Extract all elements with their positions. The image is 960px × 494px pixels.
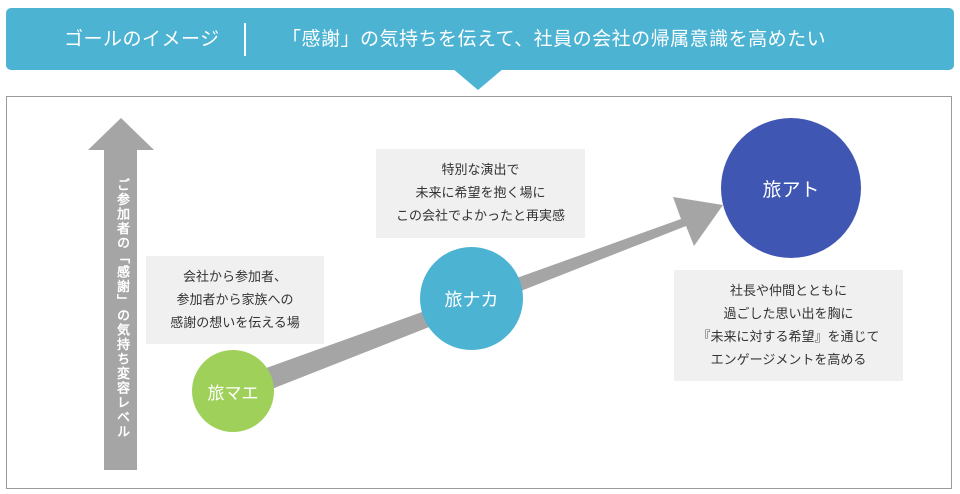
note-ato-line: 過ごした思い出を胸に (723, 306, 854, 322)
stage-ato-label: 旅アト (762, 178, 820, 201)
note-ato-line: 社長や仲間とともに (729, 283, 847, 299)
axis-label: ご参加者の「感謝」の気持ち変容レベル (114, 178, 129, 439)
banner-label: ゴールのイメージ (64, 28, 220, 50)
diagram-frame (6, 96, 952, 489)
note-naka-line: 特別な演出で (441, 163, 520, 178)
stage-ato-circle: 旅アト (721, 118, 861, 258)
note-mae: 会社から参加者、 参加者から家族への 感謝の想いを伝える場 (146, 256, 324, 344)
note-mae-line: 会社から参加者、 (182, 269, 287, 285)
stage-naka-circle: 旅ナカ (420, 247, 523, 350)
vertical-axis-arrow (88, 118, 154, 470)
note-mae-line: 感謝の想いを伝える場 (170, 315, 300, 331)
note-ato-line: エンゲージメントを高める (710, 352, 867, 368)
note-naka-line: 未来に希望を抱く場に (415, 186, 546, 201)
banner-pointer (452, 68, 504, 90)
note-mae-line: 参加者から家族への (176, 292, 294, 308)
note-naka: 特別な演出で 未来に希望を抱く場に この会社でよかったと再実感 (376, 149, 585, 238)
stage-naka-label: 旅ナカ (444, 289, 499, 311)
note-ato: 社長や仲間とともに 過ごした思い出を胸に 『未来に対する希望』を通じて エンゲー… (674, 270, 903, 381)
banner-divider (244, 23, 246, 56)
stage-mae-circle: 旅マエ (192, 350, 274, 432)
stage-mae-label: 旅マエ (207, 383, 259, 404)
banner-title: 「感謝」の気持ちを伝えて、社員の会社の帰属意識を高めたい (282, 28, 827, 50)
note-naka-line: この会社でよかったと再実感 (395, 209, 565, 224)
note-ato-line: 『未来に対する希望』を通じて (697, 329, 880, 345)
goal-banner: ゴールのイメージ 「感謝」の気持ちを伝えて、社員の会社の帰属意識を高めたい (6, 8, 954, 70)
